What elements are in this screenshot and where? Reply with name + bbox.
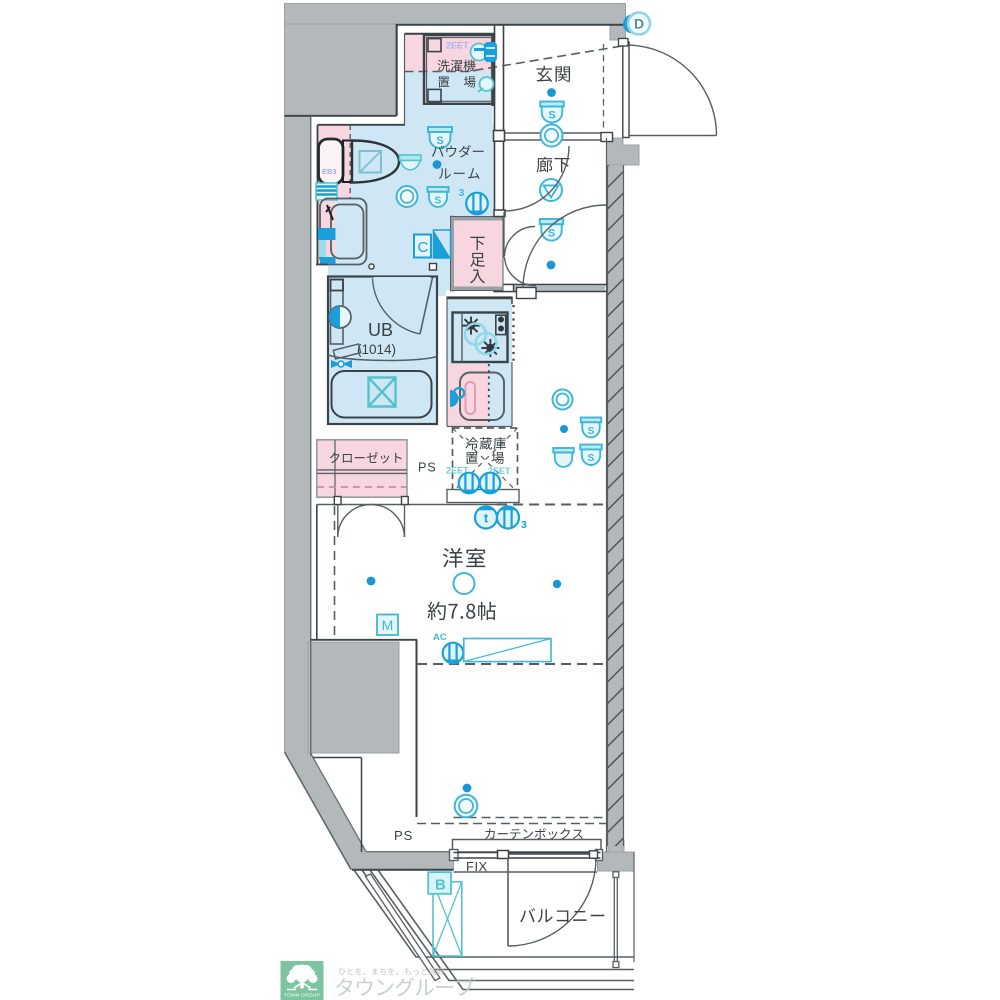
svg-text:2EET: 2EET bbox=[446, 41, 469, 51]
svg-text:2EET: 2EET bbox=[488, 466, 511, 476]
svg-text:S: S bbox=[588, 453, 595, 464]
svg-text:(1014): (1014) bbox=[357, 342, 396, 357]
svg-text:S: S bbox=[548, 110, 555, 122]
svg-text:TOWN GROUP: TOWN GROUP bbox=[284, 993, 320, 999]
svg-text:2EET: 2EET bbox=[446, 466, 469, 476]
svg-text:D: D bbox=[634, 16, 644, 32]
svg-text:AC: AC bbox=[433, 632, 447, 643]
svg-text:EB3: EB3 bbox=[322, 167, 337, 176]
svg-text:M: M bbox=[382, 617, 394, 633]
svg-text:FIX: FIX bbox=[466, 859, 488, 874]
svg-text:UB: UB bbox=[368, 320, 393, 340]
svg-text:PS: PS bbox=[418, 461, 437, 475]
svg-text:S: S bbox=[435, 195, 442, 206]
svg-text:PS: PS bbox=[394, 828, 413, 843]
svg-text:B: B bbox=[435, 877, 446, 894]
svg-text:3: 3 bbox=[459, 187, 465, 199]
svg-text:S: S bbox=[436, 135, 443, 147]
svg-text:S: S bbox=[548, 228, 555, 240]
svg-text:S: S bbox=[588, 426, 595, 437]
svg-text:C: C bbox=[418, 239, 429, 256]
svg-text:t: t bbox=[484, 511, 489, 526]
svg-text:3: 3 bbox=[521, 519, 527, 531]
